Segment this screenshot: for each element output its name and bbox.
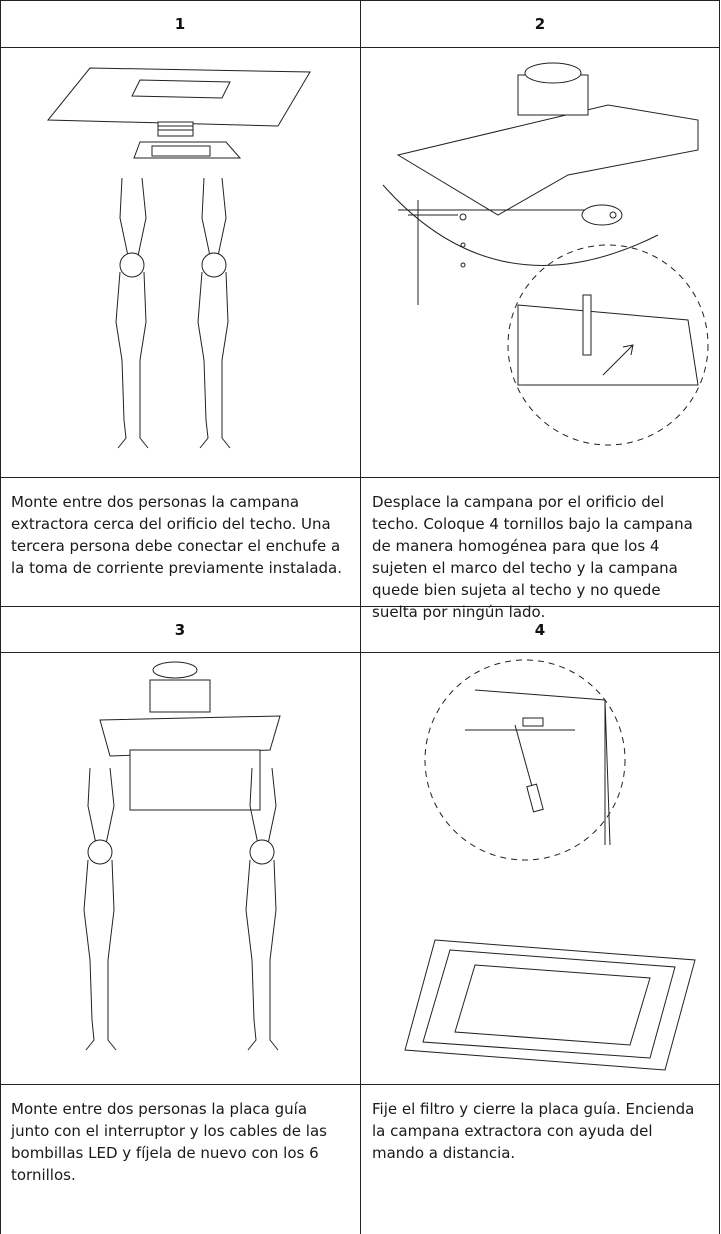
table-border-right [719,0,720,1234]
step-number-1: 1 [174,15,186,33]
step-description-2: Desplace la campana por el orificio del … [372,493,693,621]
step-number-4: 4 [534,621,546,639]
step-description-4: Fije el filtro y cierre la placa guía. E… [372,1100,695,1162]
step-number-2: 2 [534,15,546,33]
step-description-1: Monte entre dos personas la campana extr… [11,493,343,577]
table-border-left [0,0,1,1234]
table-border-middle [360,0,361,1234]
step-description-3: Monte entre dos personas la placa guía j… [11,1100,327,1184]
step-number-3: 3 [174,621,186,639]
illustration-step-2 [378,55,718,470]
illustration-step-4 [375,660,715,1080]
illustration-step-1 [40,60,320,470]
illustration-step-3 [60,660,320,1080]
